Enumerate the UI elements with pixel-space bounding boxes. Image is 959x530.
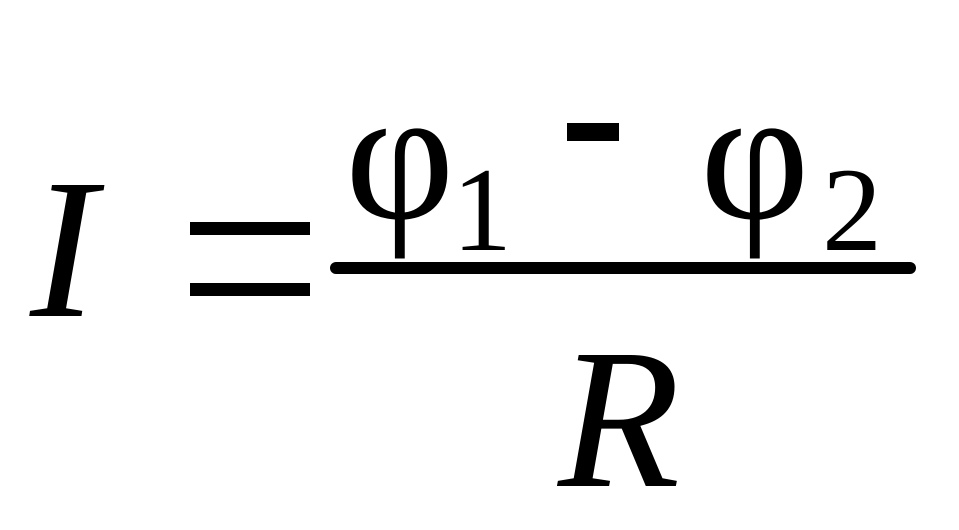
equals-top-bar xyxy=(190,222,310,235)
equals-sign xyxy=(190,222,310,296)
resistance-variable: R xyxy=(558,309,681,530)
potential-symbol-2: φ xyxy=(700,50,810,260)
equals-bottom-bar xyxy=(190,283,310,296)
potential-subscript-1: 1 xyxy=(452,143,512,276)
potential-symbol-1: φ xyxy=(345,50,455,260)
minus-sign xyxy=(567,123,619,141)
fraction-bar xyxy=(330,262,916,274)
potential-subscript-2: 2 xyxy=(822,143,882,276)
current-variable: I xyxy=(30,139,97,360)
